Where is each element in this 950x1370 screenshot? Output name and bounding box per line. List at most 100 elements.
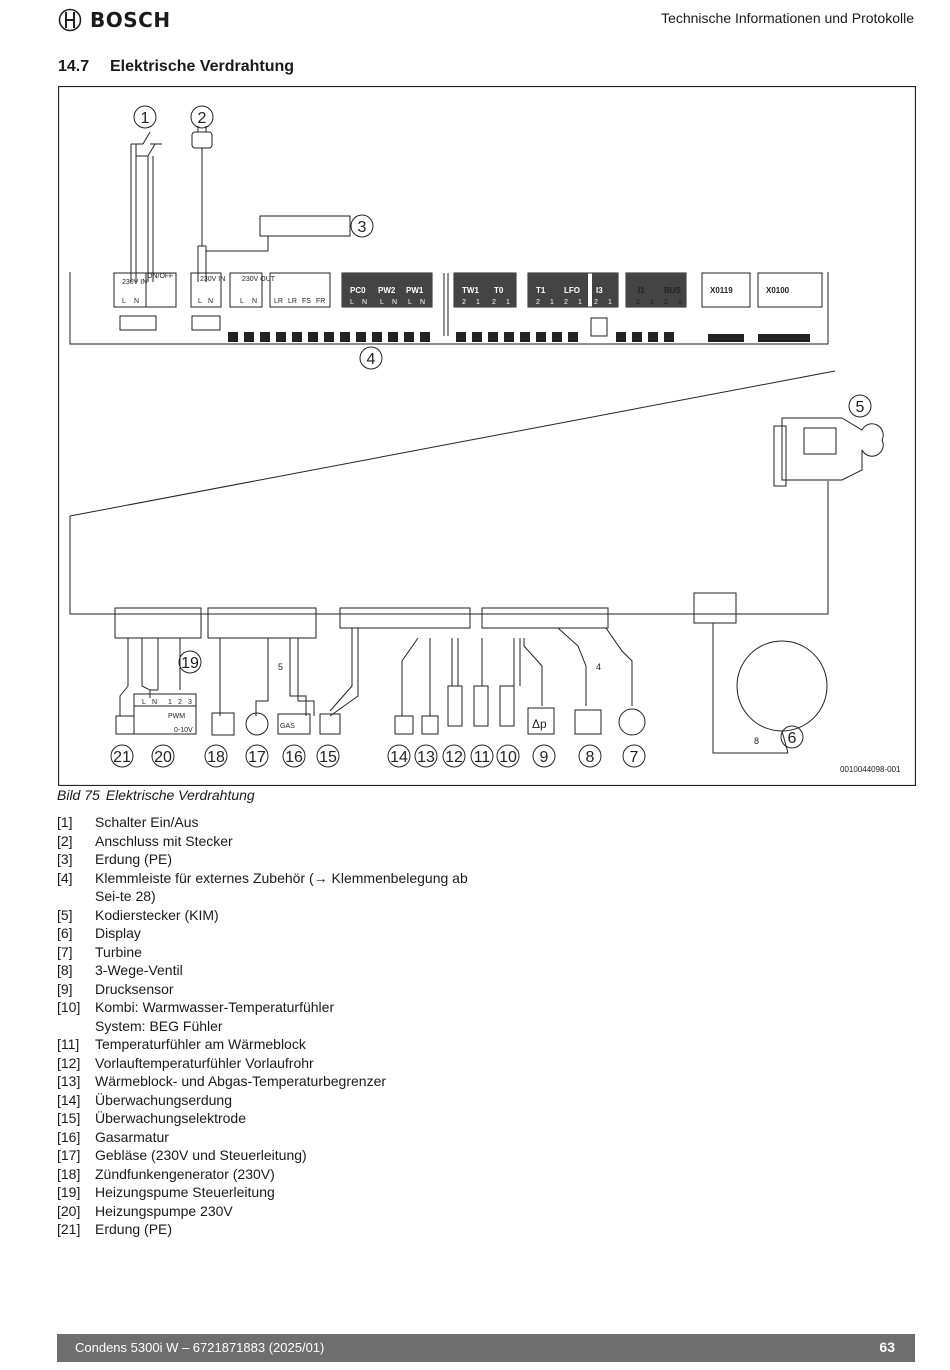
label-i1: I1: [638, 286, 645, 295]
pin-lr-2: LR: [288, 298, 297, 305]
board-upper-outline: [69, 272, 829, 345]
page-footer: Condens 5300i W – 6721871883 (2025/01) 6…: [57, 1334, 915, 1362]
label-x0119: X0119: [710, 286, 733, 295]
brand-name: BOSCH: [90, 8, 171, 32]
pin-n-1: N: [134, 298, 139, 305]
callout-20: 20: [154, 749, 172, 766]
pin-pw2-l: L: [380, 299, 384, 306]
callout-14: 14: [390, 749, 408, 766]
label-230v-out: 230V OUT: [242, 276, 276, 283]
legend-item: [19]Heizungspume Steuerleitung: [57, 1184, 275, 1200]
label-tw1: TW1: [462, 286, 479, 295]
figure-id: 0010044098-001: [840, 765, 901, 774]
pin-pump-l: L: [142, 699, 146, 706]
legend-item: [20]Heizungspumpe 230V: [57, 1202, 233, 1219]
pin-lfo-1: 1: [578, 299, 582, 306]
pin-fr: FR: [316, 298, 325, 305]
pin-t0-1: 1: [506, 299, 510, 306]
wire-count-4: 4: [596, 662, 601, 672]
legend-item: [8]3-Wege-Ventil: [57, 962, 183, 978]
legend-item: [16]Gasarmatur: [57, 1128, 169, 1145]
label-gas: GAS: [280, 723, 295, 730]
label-on-off: ON/OFF: [147, 273, 173, 280]
legend-item: [1]Schalter Ein/Aus: [57, 814, 199, 830]
pin-lfo-2: 2: [564, 299, 568, 306]
connector-block-1: [114, 607, 202, 639]
label-i3: I3: [596, 286, 603, 295]
label-pw1: PW1: [406, 286, 424, 295]
footer-document-id: Condens 5300i W – 6721871883 (2025/01): [75, 1340, 325, 1355]
legend-item: [2]Anschluss mit Stecker: [57, 832, 233, 849]
power-plug: [191, 131, 213, 149]
callout-17: 17: [248, 749, 266, 766]
coding-plug-kim: [781, 417, 884, 481]
connector-block-2: [207, 607, 317, 639]
legend-item: [6]Display: [57, 925, 141, 941]
pin-pc0-n: N: [362, 299, 367, 306]
wiring-diagram: 230V IN ON/OFF 230V IN 230V OUT L N L N …: [57, 85, 917, 787]
page-number: 63: [879, 1339, 895, 1355]
callout-9: 9: [540, 749, 549, 766]
pin-fs: FS: [302, 298, 311, 305]
pin-l-1: L: [122, 298, 126, 305]
pin-pw1-l: L: [408, 299, 412, 306]
legend-list: [1]Schalter Ein/Aus [2]Anschluss mit Ste…: [57, 813, 477, 1239]
pin-t1-1: 1: [550, 299, 554, 306]
wiring-diagram-svg: 230V IN ON/OFF 230V IN 230V OUT L N L N …: [57, 85, 917, 787]
callout-4: 4: [367, 351, 376, 368]
legend-item: [5]Kodierstecker (KIM): [57, 906, 219, 923]
pin-pw2-n: N: [392, 299, 397, 306]
chapter-title: Technische Informationen und Protokolle: [661, 10, 914, 26]
callout-7: 7: [630, 749, 639, 766]
legend-item: [14]Überwachungserdung: [57, 1091, 232, 1108]
label-lfo: LFO: [564, 286, 580, 295]
legend-item: [7]Turbine: [57, 943, 142, 960]
label-t0: T0: [494, 286, 504, 295]
pin-n-3: N: [252, 298, 257, 305]
callout-15: 15: [319, 749, 337, 766]
legend-item: [12]Vorlauftemperaturfühler Vorlaufrohr: [57, 1054, 314, 1071]
callout-1: 1: [141, 110, 150, 127]
pin-tw1-2: 2: [462, 299, 466, 306]
pin-n-2: N: [208, 298, 213, 305]
pin-bus-2: 2: [664, 299, 668, 306]
legend-item: [21]Erdung (PE): [57, 1221, 173, 1237]
callout-6: 6: [788, 730, 797, 747]
pin-pc0-l: L: [350, 299, 354, 306]
legend-item: [4]Klemmleiste für externes Zubehör (→ K…: [57, 869, 468, 905]
label-0-10v: 0-10V: [174, 727, 193, 734]
wire-count-8: 8: [754, 736, 759, 746]
pin-bus-1: 1: [678, 299, 682, 306]
bosch-logo: BOSCH: [58, 8, 171, 32]
pin-i3-1: 1: [608, 299, 612, 306]
callout-16: 16: [285, 749, 303, 766]
bosch-armature-icon: [58, 8, 82, 32]
pin-l-2: L: [198, 298, 202, 305]
diagram-frame: [57, 85, 917, 787]
screw-connector-power: [119, 315, 157, 331]
label-x0100: X0100: [766, 286, 790, 295]
pin-lr-1: LR: [274, 298, 283, 305]
connector-block-4: [481, 607, 609, 629]
callout-21: 21: [113, 749, 131, 766]
connector-block-3: [339, 607, 471, 629]
pin-pump-2: 2: [178, 699, 182, 706]
callout-13: 13: [417, 749, 435, 766]
pin-pump-3: 3: [188, 699, 192, 706]
callout-19: 19: [181, 655, 199, 672]
pin-t0-2: 2: [492, 299, 496, 306]
legend-item: [11]Temperaturfühler am Wärmeblock: [57, 1036, 306, 1052]
legend-item: [13]Wärmeblock- und Abgas-Temperaturbegr…: [57, 1073, 387, 1089]
pin-pump-n: N: [152, 699, 157, 706]
pin-l-3: L: [240, 298, 244, 305]
label-t1: T1: [536, 286, 546, 295]
callout-8: 8: [586, 749, 595, 766]
callout-12: 12: [445, 749, 463, 766]
display-unit: [736, 640, 828, 732]
callout-10: 10: [499, 749, 517, 766]
pin-i3-2: 2: [594, 299, 598, 306]
section-title: Elektrische Verdrahtung: [110, 58, 295, 75]
